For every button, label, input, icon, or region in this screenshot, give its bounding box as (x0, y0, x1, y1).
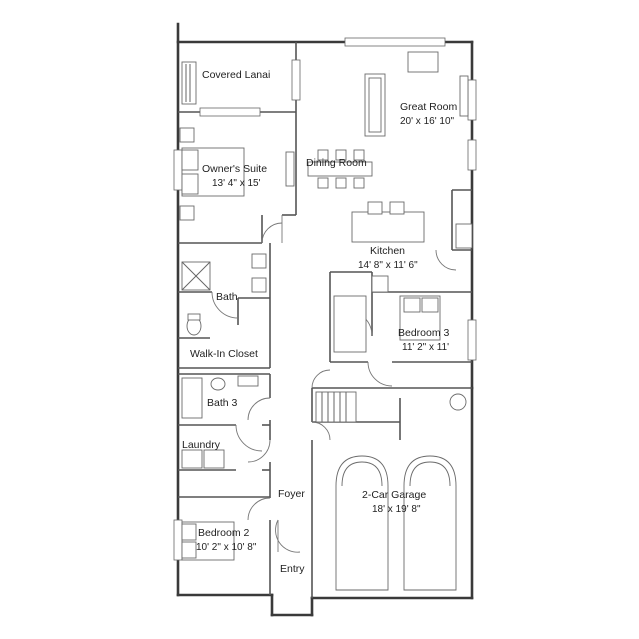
room-name-foyer: Foyer (278, 488, 305, 500)
room-dims-great-room: 20' x 16' 10" (400, 116, 455, 127)
room-dims-bedroom-3: 11' 2" x 11' (402, 342, 449, 353)
room-dims-garage: 18' x 19' 8" (372, 504, 421, 515)
fixtures (179, 51, 473, 591)
room-dims-owners-suite: 13' 4" x 15' (212, 178, 261, 189)
room-name-covered-lanai: Covered Lanai (202, 69, 270, 81)
room-name-entry: Entry (280, 563, 305, 575)
room-name-bath-3: Bath 3 (207, 397, 238, 409)
room-name-bath: Bath (216, 291, 238, 303)
room-name-great-room: Great Room (400, 101, 457, 113)
windows (173, 37, 477, 561)
room-name-laundry: Laundry (182, 439, 221, 451)
room-name-owners-suite: Owner's Suite (202, 163, 267, 175)
room-name-bedroom-2: Bedroom 2 (198, 527, 250, 539)
room-name-dining-room: Dining Room (306, 157, 367, 169)
room-name-garage: 2-Car Garage (362, 489, 426, 501)
room-name-bedroom-3: Bedroom 3 (398, 327, 450, 339)
room-name-walk-in-closet: Walk-In Closet (190, 348, 258, 360)
room-labels: Covered Lanai Great Room 20' x 16' 10" O… (182, 69, 457, 575)
room-dims-kitchen: 14' 8" x 11' 6" (358, 260, 418, 271)
room-name-kitchen: Kitchen (370, 245, 405, 257)
room-dims-bedroom-2: 10' 2" x 10' 8" (196, 542, 257, 553)
